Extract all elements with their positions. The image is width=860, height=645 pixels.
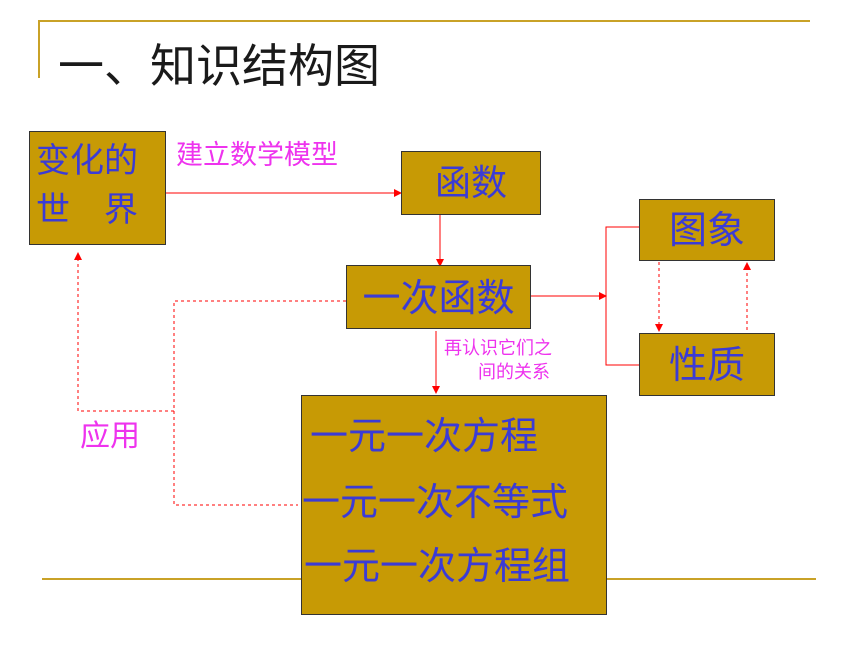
node-graph: 图象: [639, 199, 775, 261]
label-application: 应用: [80, 419, 140, 454]
node-linear-function-label: 一次函数: [362, 276, 515, 320]
node-equations: 一元一次方程 一元一次不等式 一元一次方程组: [301, 395, 607, 615]
node-function: 函数: [401, 151, 541, 215]
node-changing-world-line1: 变化的: [36, 141, 138, 181]
label-build-model: 建立数学模型: [176, 140, 338, 171]
node-linear-function: 一次函数: [346, 265, 531, 329]
slide-title: 一、知识结构图: [58, 39, 380, 93]
left-rule: [38, 20, 40, 78]
node-inequality-label: 一元一次不等式: [302, 480, 569, 524]
node-equation-label: 一元一次方程: [310, 414, 539, 458]
node-changing-world-line2: 世 界: [36, 190, 138, 230]
label-relation-line2: 间的关系: [478, 362, 550, 383]
node-changing-world: 变化的 世 界: [29, 131, 166, 245]
node-function-label: 函数: [434, 163, 507, 204]
label-relation-line1: 再认识它们之: [444, 338, 552, 359]
bracket-graph-property: [605, 226, 639, 366]
arrow-application-to-world: [74, 252, 174, 412]
node-property-label: 性质: [668, 343, 745, 387]
node-property: 性质: [639, 333, 775, 396]
node-equation-system-label: 一元一次方程组: [304, 544, 571, 588]
top-rule: [38, 20, 810, 22]
node-graph-label: 图象: [668, 208, 745, 252]
dashed-application-loop: [173, 300, 346, 506]
